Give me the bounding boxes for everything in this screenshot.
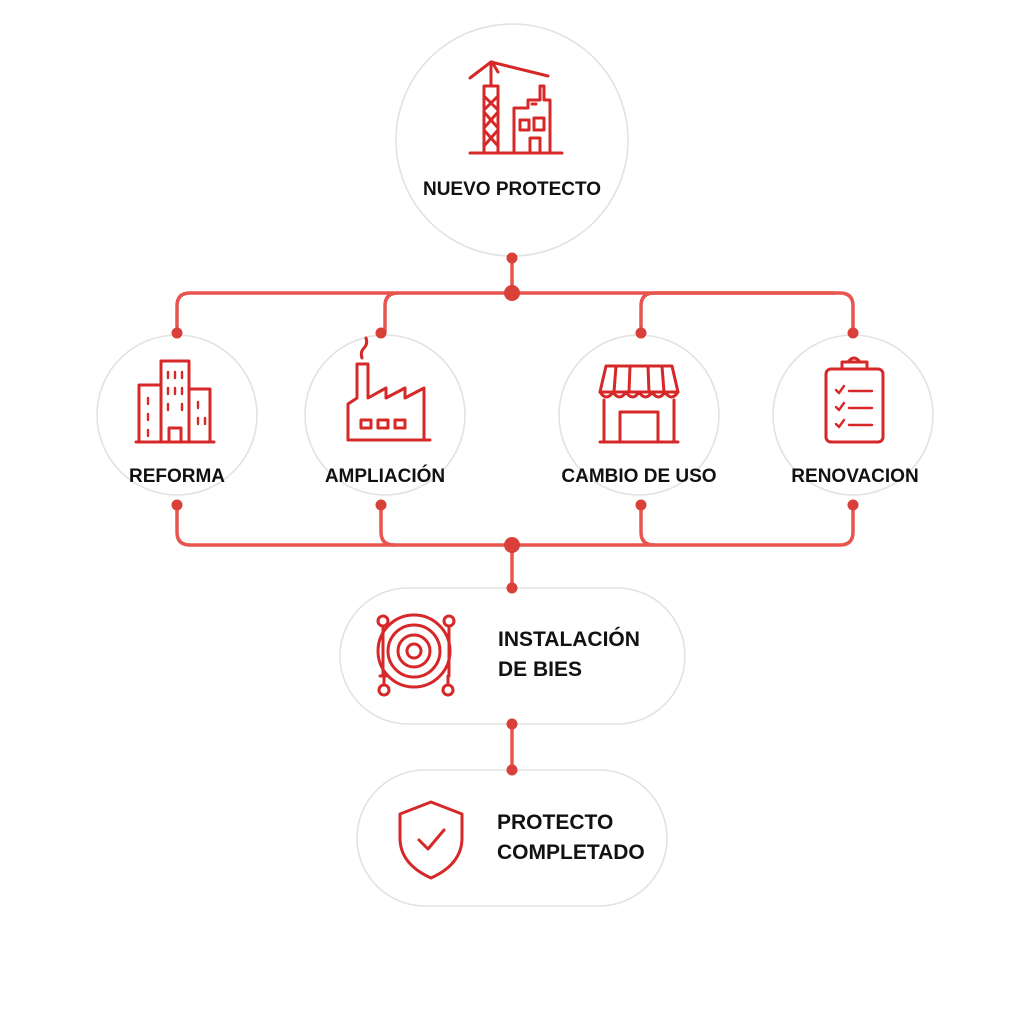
shield-check-icon — [398, 800, 464, 880]
clipboard-checklist-icon — [824, 356, 885, 444]
node-nuevo-proyecto — [395, 23, 629, 257]
fire-hose-reel-icon — [376, 613, 456, 697]
label-instalacion-bies-line1: INSTALACIÓN — [498, 627, 640, 651]
node-proyecto-completado — [356, 769, 668, 907]
storefront-icon — [598, 364, 680, 444]
label-proyecto-completado: PROTECTO COMPLETADO — [497, 811, 645, 864]
label-ampliacion: AMPLIACIÓN — [325, 465, 445, 487]
office-building-icon — [134, 359, 216, 444]
label-nuevo-proyecto: NUEVO PROTECTO — [423, 179, 601, 200]
label-cambio-de-uso: CAMBIO DE USO — [561, 466, 716, 487]
label-proyecto-completado-line2: COMPLETADO — [497, 841, 645, 864]
label-reforma: REFORMA — [129, 466, 225, 487]
construction-building-icon — [468, 60, 564, 155]
factory-icon — [346, 336, 432, 442]
label-instalacion-bies-line2: DE BIES — [498, 658, 582, 681]
label-proyecto-completado-line1: PROTECTO — [497, 811, 613, 834]
label-renovacion: RENOVACION — [791, 466, 918, 487]
connector-dots — [171, 252, 859, 776]
node-instalacion-bies — [339, 587, 686, 725]
label-instalacion-bies: INSTALACIÓN DE BIES — [498, 627, 646, 681]
